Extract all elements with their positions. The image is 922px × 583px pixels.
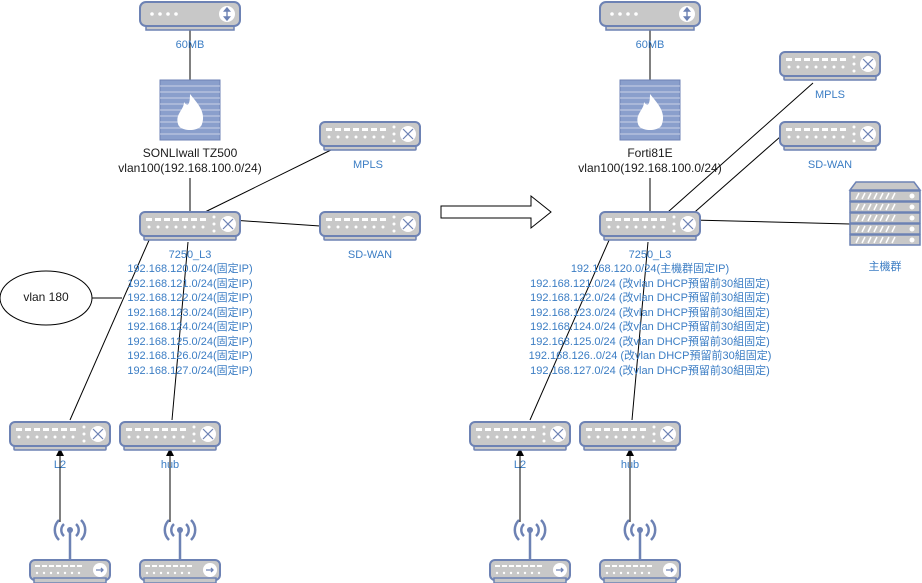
link-core-sdwan-after: [687, 136, 781, 219]
modem-after[interactable]: [599, 1, 701, 31]
sdwan-switch-before[interactable]: [319, 211, 421, 241]
link-core-l2: [69, 237, 151, 421]
hub-switch-after[interactable]: [579, 421, 681, 451]
subnet-item: 192.168.127.0/24 (改vlan DHCP預留前30組固定): [530, 364, 770, 377]
subnet-item: 192.168.124.0/24 (改vlan DHCP預留前30組固定): [530, 321, 770, 333]
core-switch-after[interactable]: [599, 211, 701, 241]
l2-switch-after[interactable]: [469, 421, 571, 451]
sdwan-label-after: SD-WAN: [807, 159, 853, 171]
subnet-item: 192.168.121.0/24 (改vlan DHCP預留前30組固定): [530, 277, 770, 290]
after-connections: [516, 30, 851, 522]
subnet-item: 192.168.127.0/24(固定IP): [127, 364, 253, 377]
vlan180-label: vlan 180: [23, 290, 69, 304]
vlan180-ellipse[interactable]: [0, 270, 93, 326]
subnet-item: 192.168.122.0/24 (改vlan DHCP預留前30組固定): [530, 292, 770, 304]
hub-label-before: hub: [160, 459, 180, 471]
hub-label-after: hub: [620, 459, 640, 471]
subnet-item: 192.168.120.0/24(固定IP): [127, 263, 253, 275]
access-point-1-before[interactable]: [28, 518, 112, 583]
subnet-item: 192.168.124.0/24(固定IP): [127, 321, 253, 333]
subnet-item: 192.168.123.0/24 (改vlan DHCP預留前30組固定): [530, 306, 770, 319]
transition-arrow: [440, 194, 552, 230]
server-cluster-label: 主機群: [868, 261, 902, 273]
firewall-before[interactable]: [159, 79, 221, 141]
firewall-after[interactable]: [619, 79, 681, 141]
mpls-switch-after[interactable]: [779, 51, 881, 81]
firewall-vlan-after: vlan100(192.168.100.0/24): [578, 161, 722, 175]
mpls-label-before: MPLS: [353, 159, 383, 171]
l2-label-after: L2: [513, 459, 527, 471]
link-core-hub: [171, 241, 189, 421]
firewall-name-before: SONLIwall TZ500: [142, 146, 238, 160]
core-switch-before[interactable]: [139, 211, 241, 241]
subnet-item: 192.168.126.0/24(固定IP): [127, 350, 253, 362]
hub-switch-before[interactable]: [119, 421, 221, 451]
modem-before[interactable]: [139, 1, 241, 31]
subnet-list-after: 192.168.120.0/24(主機群固定IP) 192.168.121.0/…: [529, 262, 772, 378]
firewall-name-after: Forti81E: [627, 146, 673, 160]
modem-label-after: 60MB: [635, 39, 665, 51]
subnet-item: 192.168.121.0/24(固定IP): [127, 277, 253, 290]
link-core-servers-after: [691, 219, 851, 225]
subnet-item: 192.168.126..0/24 (改vlan DHCP預留前30組固定): [528, 350, 772, 362]
link-core-mpls: [204, 147, 336, 213]
link-core-sdwan: [231, 219, 321, 227]
firewall-vlan-before: vlan100(192.168.100.0/24): [118, 161, 262, 175]
subnet-item: 192.168.125.0/24(固定IP): [127, 335, 253, 348]
access-point-2-before[interactable]: [138, 518, 222, 583]
access-point-1-after[interactable]: [488, 518, 572, 583]
subnet-item: 192.168.123.0/24(固定IP): [127, 306, 253, 319]
link-core-mpls-after: [667, 82, 814, 213]
link-core-hub-after: [631, 241, 649, 421]
l2-label-before: L2: [53, 459, 67, 471]
server-cluster-icon[interactable]: [849, 181, 921, 246]
access-point-2-after[interactable]: [598, 518, 682, 583]
subnet-item: 192.168.125.0/24 (改vlan DHCP預留前30組固定): [530, 335, 770, 348]
mpls-label-after: MPLS: [815, 89, 845, 101]
core-switch-label-before: 7250_L3: [168, 249, 212, 261]
l2-switch-before[interactable]: [9, 421, 111, 451]
link-core-l2-after: [529, 237, 611, 421]
sdwan-switch-after[interactable]: [779, 121, 881, 151]
before-connections: [56, 30, 336, 522]
subnet-list-before: 192.168.120.0/24(固定IP) 192.168.121.0/24(…: [127, 262, 252, 378]
subnet-item: 192.168.122.0/24(固定IP): [127, 292, 253, 304]
modem-label-before: 60MB: [175, 39, 205, 51]
core-switch-label-after: 7250_L3: [628, 249, 672, 261]
subnet-item: 192.168.120.0/24(主機群固定IP): [570, 263, 730, 275]
mpls-switch-before[interactable]: [319, 121, 421, 151]
sdwan-label-before: SD-WAN: [347, 249, 393, 261]
